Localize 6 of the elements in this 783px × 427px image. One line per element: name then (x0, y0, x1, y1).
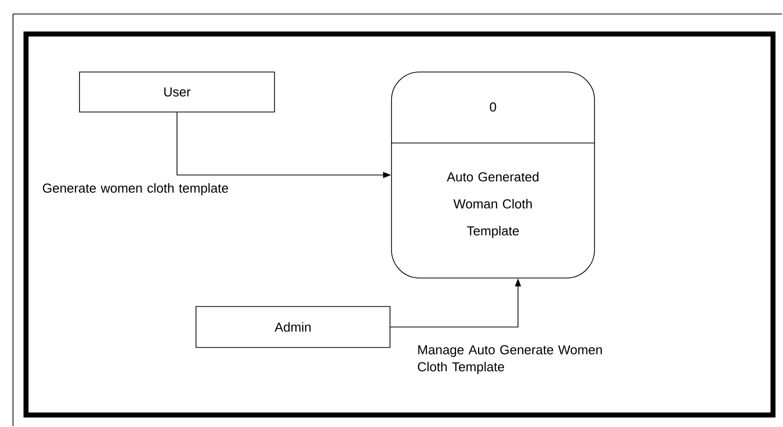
process-number: 0 (490, 102, 496, 112)
entity-box: User (79, 72, 275, 112)
entity-box: Admin (196, 306, 390, 348)
edge-label: Generate women cloth template (42, 183, 228, 196)
process-label: Auto Generated Woman Cloth Template (446, 172, 538, 238)
edge-label: Manage Auto Generate Women Cloth Template (418, 345, 602, 374)
